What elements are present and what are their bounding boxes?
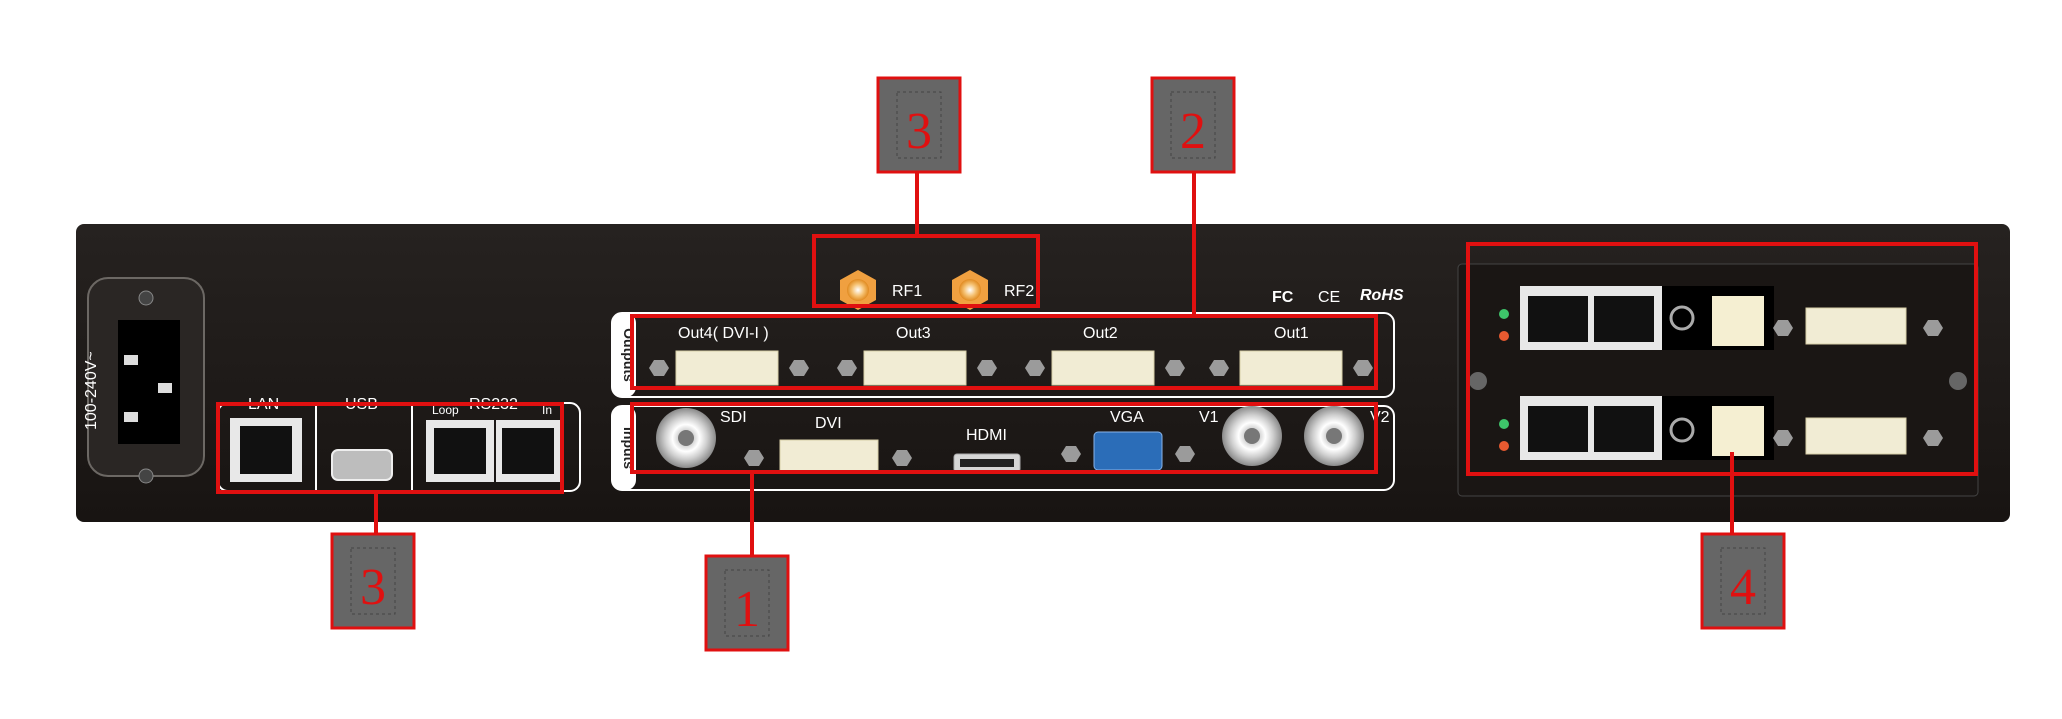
- v1-label: V1: [1199, 409, 1219, 426]
- svg-text:1: 1: [734, 581, 760, 638]
- usb-port[interactable]: [331, 449, 393, 481]
- svg-text:3: 3: [906, 103, 932, 160]
- sdi-label: SDI: [720, 409, 747, 426]
- rf2-label: RF2: [1004, 283, 1034, 300]
- callout-3-bottom: 3: [330, 532, 416, 630]
- rf1-label: RF1: [892, 283, 922, 300]
- highlight-card: [1466, 242, 1978, 476]
- out1-label: Out1: [1274, 325, 1309, 342]
- ce-logo: CE: [1318, 289, 1340, 306]
- callout-1: 1: [704, 554, 790, 652]
- callout-3-top: 3: [876, 76, 962, 174]
- out3-label: Out3: [896, 325, 931, 342]
- out3-dvi-port[interactable]: [863, 350, 967, 386]
- vga-port[interactable]: [1093, 431, 1163, 471]
- rohs-logo: RoHS: [1360, 287, 1404, 304]
- highlight-inputs: [630, 402, 1378, 474]
- lan-port[interactable]: [230, 418, 302, 482]
- in-label: In: [542, 403, 552, 417]
- dvi-input-port[interactable]: [779, 439, 879, 473]
- highlight-control-ports: [216, 402, 564, 494]
- out4-dvi-port[interactable]: [675, 350, 779, 386]
- dvi-label: DVI: [815, 415, 842, 432]
- card-row-1: [1499, 286, 1943, 350]
- card-row-2: [1499, 396, 1943, 460]
- callout-4: 4: [1700, 532, 1786, 630]
- rf1-connector[interactable]: [840, 270, 876, 310]
- rs232-loop-port[interactable]: [426, 420, 494, 482]
- power-socket: [87, 277, 205, 484]
- v2-label: V2: [1370, 409, 1390, 426]
- callout-2: 2: [1150, 76, 1236, 174]
- svg-text:4: 4: [1730, 559, 1756, 616]
- loop-label: Loop: [432, 403, 459, 417]
- highlight-outputs: [630, 314, 1378, 390]
- outputs-section-label: Outputs: [621, 328, 637, 382]
- fc-logo: FC: [1272, 289, 1294, 306]
- vga-label: VGA: [1110, 409, 1144, 426]
- highlight-rf: [812, 234, 1040, 308]
- out2-dvi-port[interactable]: [1051, 350, 1155, 386]
- rf2-connector[interactable]: [952, 270, 988, 310]
- svg-text:3: 3: [360, 559, 386, 616]
- inputs-section-label: Inputs: [621, 427, 637, 469]
- rs232-in-port[interactable]: [496, 420, 562, 482]
- svg-text:2: 2: [1180, 103, 1206, 160]
- hdmi-label: HDMI: [966, 427, 1007, 444]
- voltage-label: 100-240V~: [83, 351, 100, 430]
- out1-dvi-port[interactable]: [1239, 350, 1343, 386]
- out4-label: Out4( DVI-I ): [678, 325, 769, 342]
- out2-label: Out2: [1083, 325, 1118, 342]
